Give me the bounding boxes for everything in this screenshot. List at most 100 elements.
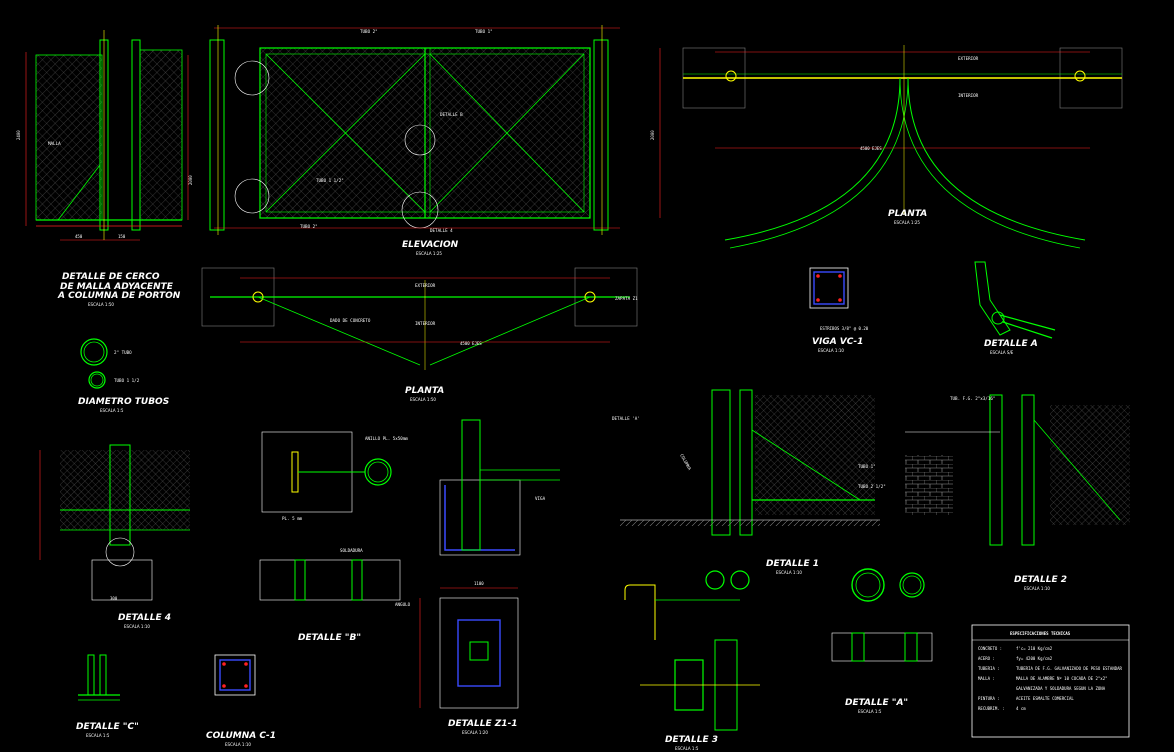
scale-diametro: ESCALA 1:5 (100, 408, 124, 413)
title-viga: VIGA VC-1 (812, 337, 863, 347)
spec-value: ACEITE ESMALTE COMERCIAL (1016, 696, 1074, 701)
dim-300-d4: 300 (110, 596, 118, 601)
scale-detalle-1: ESCALA 1:10 (776, 570, 802, 575)
detalle-cerco: 2400 2000 MALLA 450 150 DETALLE DE CERCO… (16, 30, 193, 307)
title-detalle-a2: DETALLE "A" (845, 698, 908, 708)
dim-1100: 1100 (474, 581, 484, 586)
title-elevacion: ELEVACION (402, 240, 459, 250)
label-tubo-2: TUBO 2" (300, 224, 318, 229)
dim-450-a: 450 (75, 234, 83, 239)
spec-value: 4 cm (1016, 706, 1026, 711)
title-detalle-3: DETALLE 3 (665, 735, 718, 745)
title-cerco-1: DETALLE DE CERCO (62, 272, 160, 282)
spec-key: TUBERIA : (978, 666, 1000, 671)
viga-vc1: ESTRIBOS 3/8" @ 0.20 VIGA VC-1 ESCALA 1:… (809, 267, 869, 353)
label-exterior-mid: EXTERIOR (415, 283, 436, 288)
label-malla: MALLA (48, 141, 61, 146)
label-pl5: PL. 5 mm (282, 516, 303, 521)
title-detalle-a: DETALLE A (984, 339, 1038, 349)
spec-key: CONCRETO : (978, 646, 1002, 651)
detalle-b: ANILLO PL. 5x50mm PL. 5 mm SOLDADURA ANG… (259, 431, 411, 643)
label-exterior-top: EXTERIOR (958, 56, 979, 61)
label-tubo-1-d1: TUBO 1" (858, 464, 876, 469)
detalle-2: TUB. F.G. 2"x3/16" DETALLE 2 ESCALA 1:10 (905, 394, 1130, 591)
detalle-z1: 1100 DETALLE Z1-1 ESCALA 1:20 (419, 581, 519, 735)
dim-2000: 2000 (188, 175, 193, 185)
title-detalle-1: DETALLE 1 (766, 559, 819, 569)
spec-key: PINTURA : (978, 696, 1000, 701)
detalle-1: COLUMNA DETALLE 'A' TUBO 1" TUBO 2 1/2" … (612, 389, 886, 575)
label-anillo: ANILLO PL. 5x50mm (365, 436, 408, 441)
spec-value: GALVANIZADA Y SOLDADURA SEGUN LA ZONA (1016, 686, 1106, 691)
scale-planta-mid: ESCALA 1:50 (410, 397, 436, 402)
label-detalle-4: DETALLE 4 (430, 228, 453, 233)
scale-detalle-c: ESCALA 1:5 (86, 733, 110, 738)
scale-detalle-3: ESCALA 1:5 (675, 746, 699, 751)
especificaciones-tecnicas: ESPECIFICACIONES TECNICAS CONCRETO : f'c=… (971, 624, 1130, 738)
detalle-4: 300 DETALLE 4 ESCALA 1:10 (39, 444, 190, 629)
label-dia-2: 2" TUBO (114, 350, 132, 355)
title-columna: COLUMNA C-1 (206, 731, 276, 741)
elevacion-porton: DETALLE B TUBO 1 1/2" TUBO 2" TUBO 2" TU… (209, 25, 661, 256)
label-angulo: ANGULO (395, 602, 411, 607)
label-tubo-2-12: TUBO 2 1/2" (858, 484, 886, 489)
label-dia-112: TUBO 1 1/2 (114, 378, 140, 383)
scale-detalle-z1: ESCALA 1:20 (462, 730, 488, 735)
spec-value: TUBERIA DE F.G. GALVANIZADO DE PESO ESTA… (1016, 666, 1123, 671)
detalle-a-inferior: DETALLE "A" ESCALA 1:5 (831, 568, 933, 714)
planta-media: EXTERIOR INTERIOR DADO DE CONCRETO ZAPAT… (201, 267, 638, 402)
columna-c1: COLUMNA C-1 ESCALA 1:10 (206, 654, 276, 747)
spec-value: fy= 4200 Kg/cm2 (1016, 656, 1053, 661)
title-cerco-2: DE MALLA ADYACENTE (60, 282, 174, 292)
label-dado: DADO DE CONCRETO (330, 318, 371, 323)
spec-key: RECUBRIM. : (978, 706, 1005, 711)
label-zapata: ZAPATA Z1 (615, 296, 638, 301)
label-detalle-a: DETALLE 'A' (612, 416, 640, 421)
scale-detalle-a: ESCALA S/E (990, 350, 1014, 355)
label-tubo-fg: TUB. F.G. 2"x3/16" (950, 396, 995, 401)
scale-viga: ESCALA 1:10 (818, 348, 844, 353)
detalle-a-superior: DETALLE A ESCALA S/E (974, 261, 1056, 355)
title-detalle-z1: DETALLE Z1-1 (448, 719, 518, 729)
detalle-3: DETALLE 3 ESCALA 1:5 (624, 570, 760, 751)
dim-2000-gate: 2000 (650, 130, 655, 140)
label-detalle-b: DETALLE B (440, 112, 463, 117)
dim-150-a: 150 (118, 234, 126, 239)
title-detalle-c: DETALLE "C" (76, 722, 139, 732)
specs-title: ESPECIFICACIONES TECNICAS (1010, 631, 1071, 636)
title-detalle-2: DETALLE 2 (1014, 575, 1067, 585)
label-interior-top: INTERIOR (958, 93, 979, 98)
dim-2400: 2400 (16, 130, 21, 140)
dim-4500-mid: 4500 EJES (460, 341, 482, 346)
scale-elevacion: ESCALA 1:25 (416, 251, 442, 256)
scale-detalle-a2: ESCALA 1:5 (858, 709, 882, 714)
label-soldadura: SOLDADURA (340, 548, 363, 553)
scale-planta-top: ESCALA 1:25 (894, 220, 920, 225)
spec-value: f'c= 210 Kg/cm2 (1016, 646, 1053, 651)
seccion-zapata: VIGA (439, 419, 560, 556)
label-columna: COLUMNA (679, 453, 692, 471)
title-planta-mid: PLANTA (405, 386, 444, 396)
title-detalle-4: DETALLE 4 (118, 613, 171, 623)
scale-detalle-4: ESCALA 1:10 (124, 624, 150, 629)
diametro-tubos: 2" TUBO TUBO 1 1/2 DIAMETRO TUBOS ESCALA… (78, 338, 169, 413)
label-viga: VIGA (535, 496, 546, 501)
scale-cerco: ESCALA 1:50 (88, 302, 114, 307)
title-planta-top: PLANTA (888, 209, 927, 219)
scale-columna: ESCALA 1:10 (225, 742, 251, 747)
label-tubo-112: TUBO 1 1/2" (316, 178, 344, 183)
label-estribos: ESTRIBOS 3/8" @ 0.20 (820, 326, 869, 331)
label-interior-mid: INTERIOR (415, 321, 436, 326)
spec-value: MALLA DE ALAMBRE Nº 10 COCADA DE 2"x2" (1016, 676, 1108, 681)
dim-4500-top: 4500 EJES (860, 146, 882, 151)
title-detalle-b: DETALLE "B" (298, 633, 361, 643)
spec-key: MALLA : (978, 676, 995, 681)
label-tubo-1: TUBO 1" (475, 29, 493, 34)
planta-superior: EXTERIOR INTERIOR 4500 EJES PLANTA ESCAL… (682, 45, 1123, 249)
label-tubo-2-top: TUBO 2" (360, 29, 378, 34)
spec-key: ACERO : (978, 656, 995, 661)
detalle-c: DETALLE "C" ESCALA 1:5 (76, 654, 139, 738)
title-diametro: DIAMETRO TUBOS (78, 397, 169, 407)
